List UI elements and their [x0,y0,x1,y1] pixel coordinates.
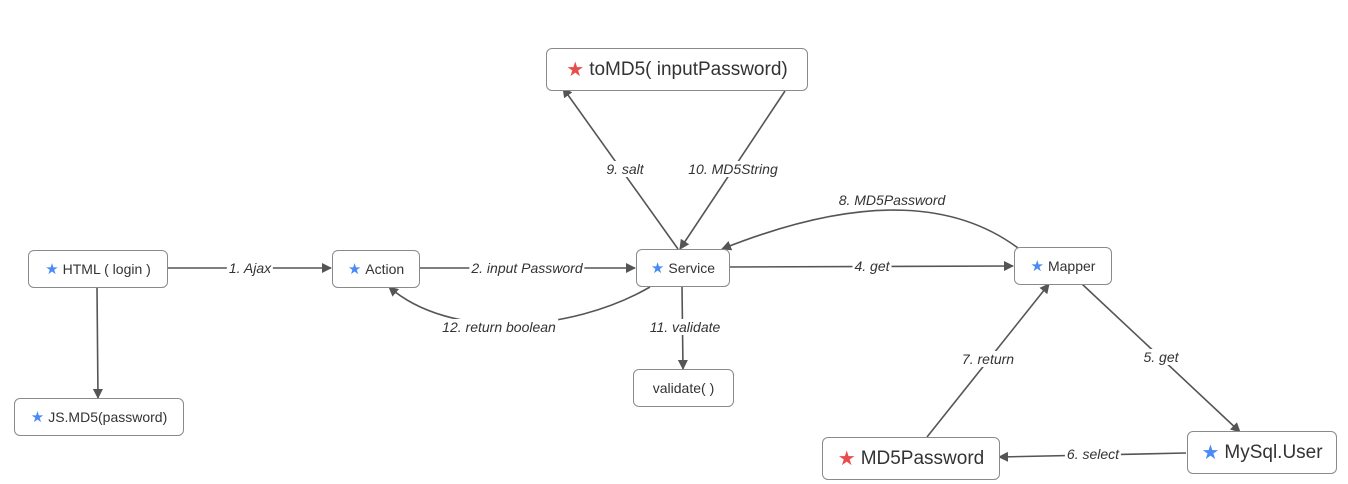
edge-label-ajax: 1. Ajax [226,260,274,276]
edge-mapper-to-service [721,209,1019,251]
node-label: JS.MD5(password) [48,409,168,425]
star-icon: ★ [347,260,362,278]
node-label: validate( ) [652,380,715,396]
node-mapper[interactable]: ★ Mapper [1014,247,1112,285]
edge-label-return: 7. return [959,351,1017,367]
node-label: toMD5( inputPassword) [589,58,788,80]
node-html-login[interactable]: ★ HTML ( login ) [28,250,168,288]
edge-label-get-mapper: 4. get [852,258,892,274]
edge-label-md5string: 10. MD5String [686,161,780,177]
star-icon: ★ [650,259,665,277]
star-icon: ★ [1201,441,1220,464]
node-js-md5[interactable]: ★ JS.MD5(password) [14,398,184,436]
node-label: Mapper [1047,258,1096,274]
node-mysql-user[interactable]: ★ MySql.User [1187,431,1337,474]
node-md5password[interactable]: ★ MD5Password [822,437,1000,480]
node-action[interactable]: ★ Action [332,250,420,288]
node-label: MySql.User [1224,441,1323,463]
node-service[interactable]: ★ Service [636,249,730,287]
star-icon: ★ [566,58,585,81]
node-label: Service [668,260,716,276]
star-icon: ★ [45,260,59,278]
edge-label-select: 6. select [1064,446,1122,462]
node-label: HTML ( login ) [62,261,151,277]
edge-label-validate: 11. validate [647,319,723,335]
edge-label-salt: 9. salt [604,161,646,177]
node-validate[interactable]: validate( ) [633,369,734,407]
edge-html-to-jsmd5 [92,287,103,399]
node-tomd5[interactable]: ★ toMD5( inputPassword) [546,48,808,91]
star-icon: ★ [1030,257,1044,275]
star-icon: ★ [837,447,856,470]
edge-label-md5password: 8. MD5Password [836,192,948,208]
edge-label-get-mysql: 5. get [1141,349,1181,365]
node-label: Action [365,261,405,277]
edge-label-input-password: 2. input Password [469,260,585,276]
node-label: MD5Password [860,447,985,469]
edge-label-return-boolean: 12. return boolean [440,319,558,335]
star-icon: ★ [30,408,45,426]
